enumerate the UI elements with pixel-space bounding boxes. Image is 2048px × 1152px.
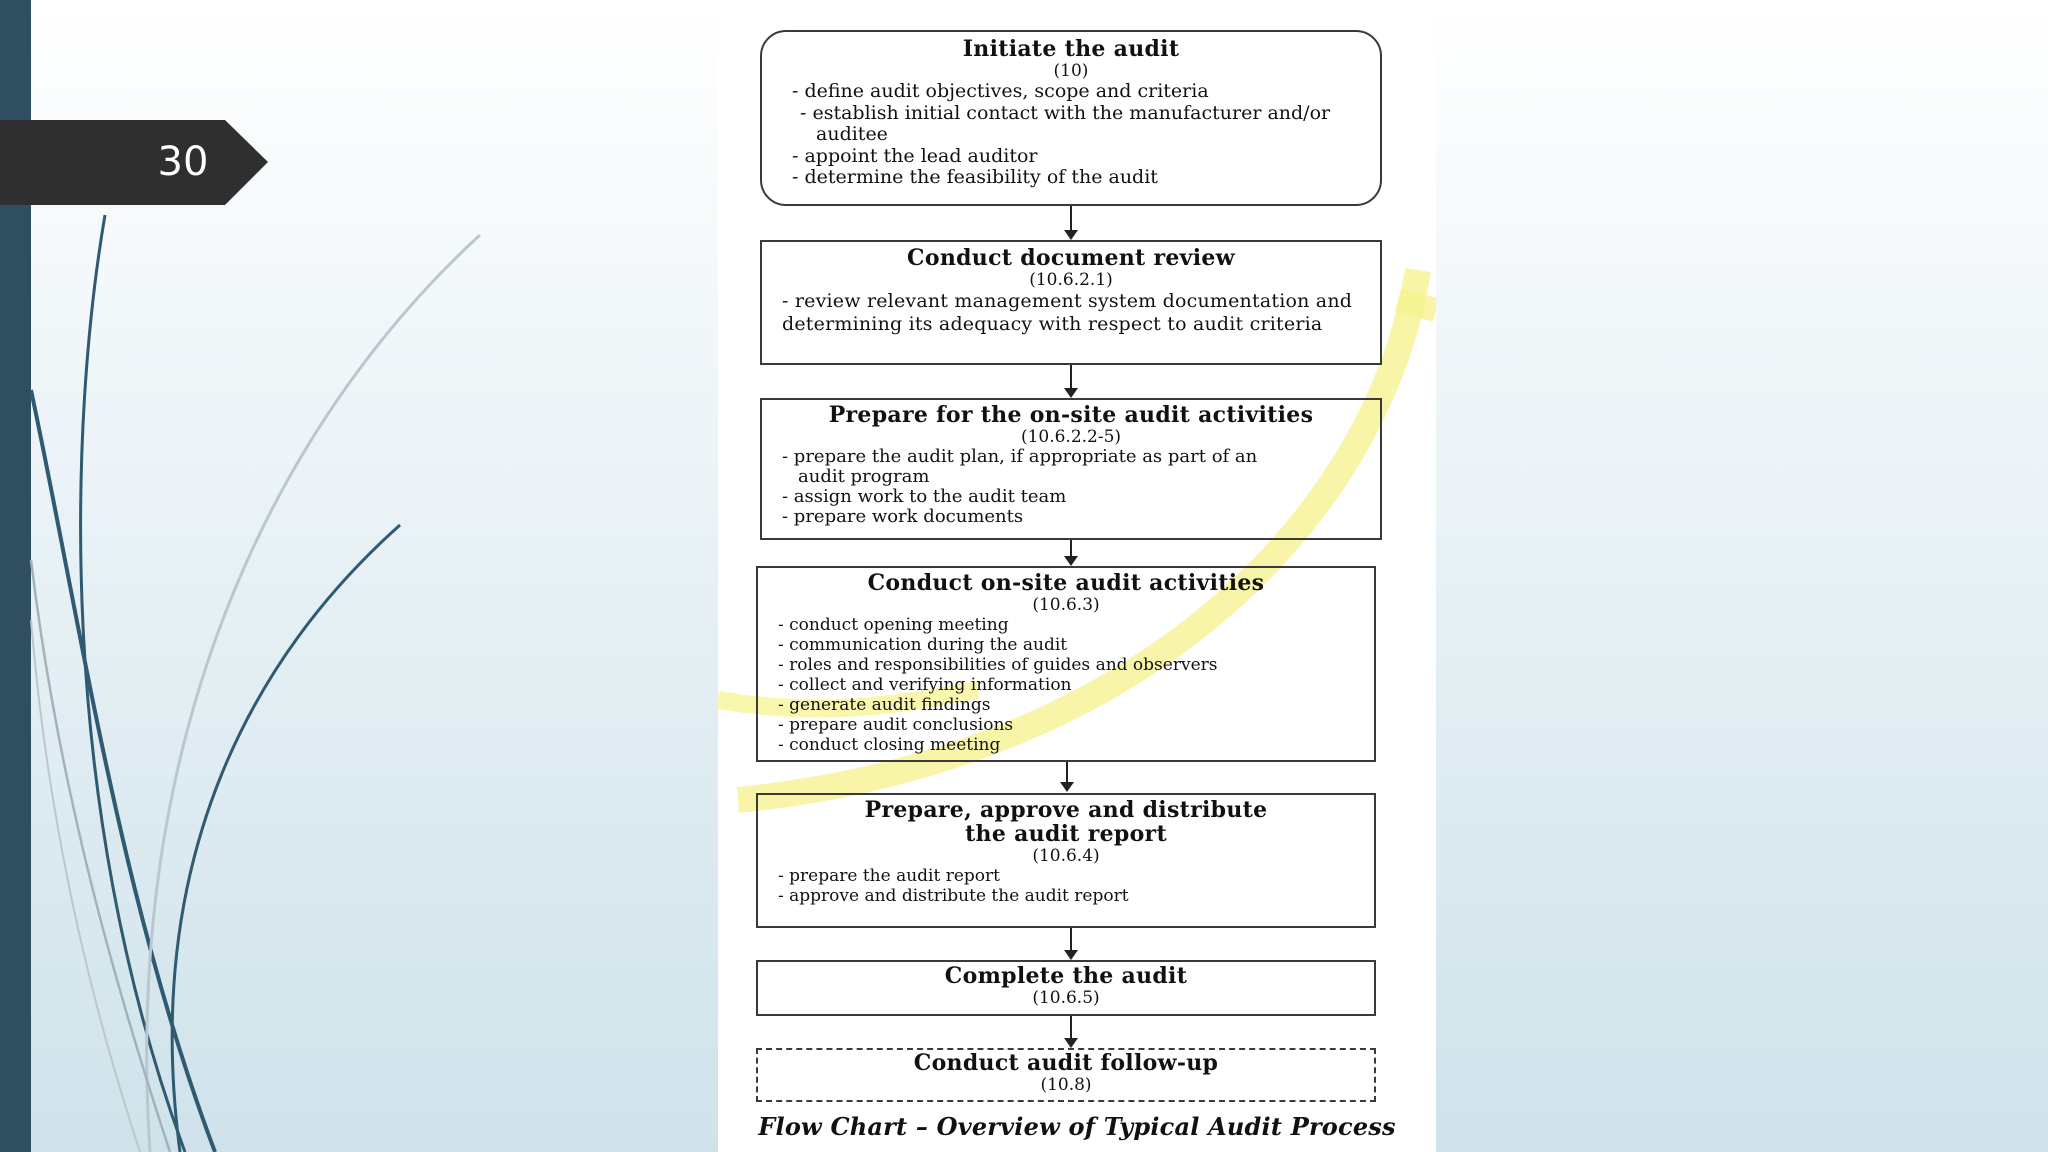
step-document-review: Conduct document review (10.6.2.1) - rev… bbox=[760, 240, 1382, 365]
step-initiate-audit: Initiate the audit (10) - define audit o… bbox=[760, 30, 1382, 206]
list-item: - conduct closing meeting bbox=[778, 735, 1354, 755]
list-item: - determine the feasibility of the audit bbox=[792, 167, 1350, 189]
step-title: Conduct document review bbox=[782, 246, 1360, 270]
step-ref: (10.6.2.2-5) bbox=[782, 427, 1360, 447]
list-item: - appoint the lead auditor bbox=[792, 146, 1350, 168]
audit-flowchart-image: Initiate the audit (10) - define audit o… bbox=[718, 0, 1436, 1152]
list-item: - assign work to the audit team bbox=[782, 487, 1300, 507]
list-item: - define audit objectives, scope and cri… bbox=[792, 81, 1350, 103]
step-audit-follow-up: Conduct audit follow-up (10.8) bbox=[756, 1048, 1376, 1102]
step-items: - prepare the audit report - approve and… bbox=[778, 866, 1354, 906]
list-item: - prepare audit conclusions bbox=[778, 715, 1354, 735]
step-title: Initiate the audit bbox=[792, 37, 1350, 61]
list-item: - generate audit findings bbox=[778, 695, 1354, 715]
flowchart-caption: Flow Chart – Overview of Typical Audit P… bbox=[718, 1112, 1436, 1141]
list-item: - conduct opening meeting bbox=[778, 615, 1354, 635]
slide-number: 30 bbox=[128, 122, 238, 202]
step-items: - define audit objectives, scope and cri… bbox=[792, 81, 1350, 189]
list-item: - prepare the audit report bbox=[778, 866, 1354, 886]
step-title: Complete the audit bbox=[778, 964, 1354, 988]
step-items: - conduct opening meeting - communicatio… bbox=[778, 615, 1354, 755]
list-item: - establish initial contact with the man… bbox=[792, 103, 1350, 146]
step-ref: (10.6.2.1) bbox=[782, 270, 1360, 290]
step-audit-report: Prepare, approve and distribute the audi… bbox=[756, 793, 1376, 928]
step-ref: (10.6.4) bbox=[778, 846, 1354, 866]
step-prepare-onsite: Prepare for the on-site audit activities… bbox=[760, 398, 1382, 540]
list-item: - roles and responsibilities of guides a… bbox=[778, 655, 1354, 675]
step-title-line2: the audit report bbox=[778, 822, 1354, 846]
step-title: Conduct audit follow-up bbox=[778, 1051, 1354, 1075]
step-ref: (10.8) bbox=[778, 1075, 1354, 1095]
step-complete-audit: Complete the audit (10.6.5) bbox=[756, 960, 1376, 1016]
list-item: - collect and verifying information bbox=[778, 675, 1354, 695]
list-item: - approve and distribute the audit repor… bbox=[778, 886, 1354, 906]
step-ref: (10.6.5) bbox=[778, 988, 1354, 1008]
step-onsite-activities: Conduct on-site audit activities (10.6.3… bbox=[756, 566, 1376, 762]
list-item: - prepare work documents bbox=[782, 507, 1300, 527]
list-item: - communication during the audit bbox=[778, 635, 1354, 655]
step-items: - prepare the audit plan, if appropriate… bbox=[782, 447, 1360, 527]
step-title: Prepare for the on-site audit activities bbox=[782, 403, 1360, 427]
step-title: Prepare, approve and distribute bbox=[778, 798, 1354, 822]
step-title: Conduct on-site audit activities bbox=[778, 571, 1354, 595]
step-ref: (10.6.3) bbox=[778, 595, 1354, 615]
step-description: - review relevant management system docu… bbox=[782, 290, 1360, 335]
list-item: - prepare the audit plan, if appropriate… bbox=[782, 447, 1300, 487]
step-ref: (10) bbox=[792, 61, 1350, 81]
